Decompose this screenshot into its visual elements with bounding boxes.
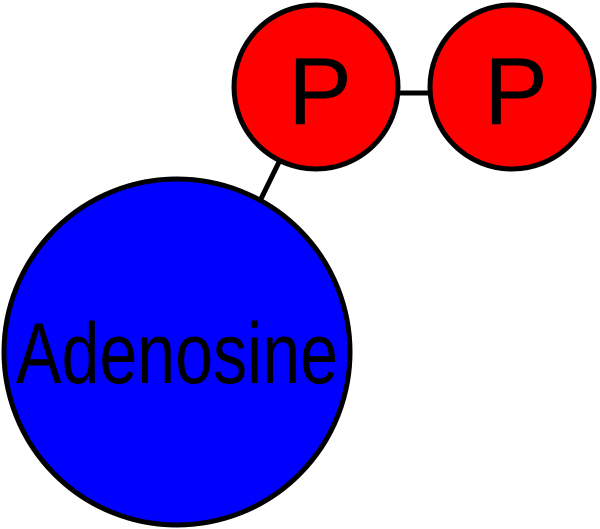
phosphate-label-1: P [288,38,352,145]
adenosine-circle [1,176,353,528]
phosphate-circle-1 [231,2,401,172]
bond-adenosine-phosphate [255,158,283,207]
phosphate-circle-2 [427,2,597,172]
phosphate-label-2: P [484,38,548,145]
adenosine-label: Adenosine [16,306,338,402]
